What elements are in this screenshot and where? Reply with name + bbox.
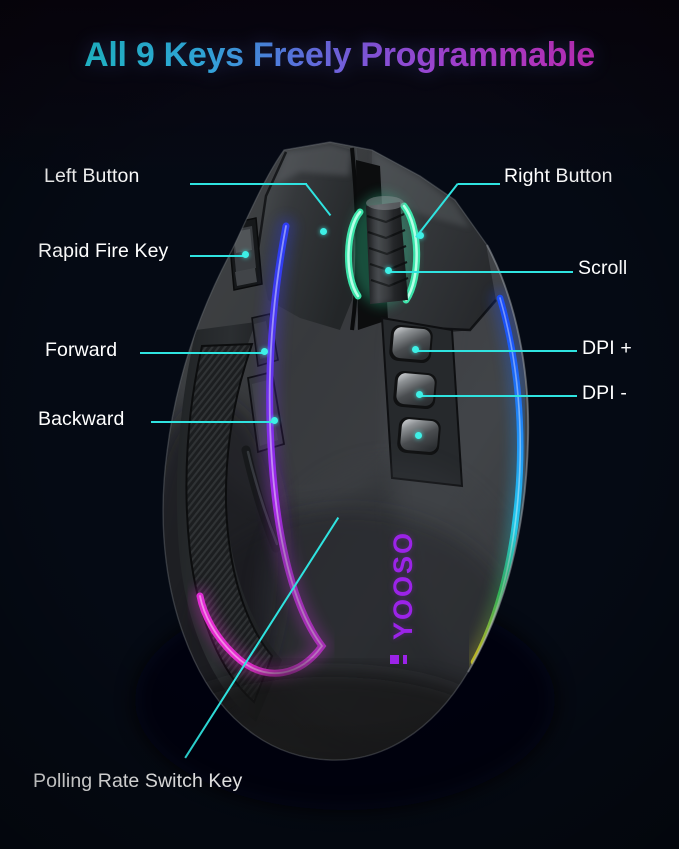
background-vignette	[0, 0, 679, 849]
infographic-canvas: All 9 Keys Freely Programmable All 9 Key…	[0, 0, 679, 849]
